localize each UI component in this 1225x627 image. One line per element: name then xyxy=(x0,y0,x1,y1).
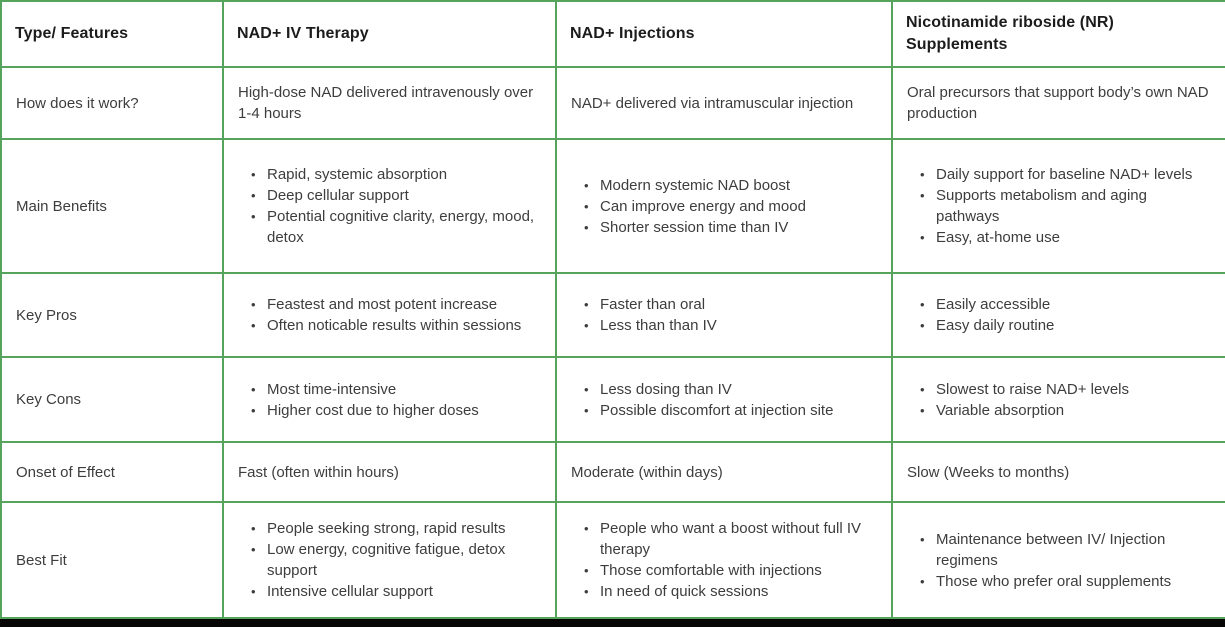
table-row-onset-of-effect: Onset of Effect Fast (often within hours… xyxy=(0,441,1225,503)
cell-cons-iv-therapy: Most time-intensive Higher cost due to h… xyxy=(222,356,557,443)
bullet-item: Rapid, systemic absorption xyxy=(251,164,543,185)
cell-pros-injections: Faster than oral Less than than IV xyxy=(555,272,893,358)
cell-how-iv-therapy: High-dose NAD delivered intravenously ov… xyxy=(222,66,557,140)
bullet-item: Easy, at-home use xyxy=(920,227,1213,248)
bullet-item: Shorter session time than IV xyxy=(584,217,879,238)
bullet-item: People who want a boost without full IV … xyxy=(584,518,879,560)
bullet-item: Low energy, cognitive fatigue, detox sup… xyxy=(251,539,543,581)
table-row-best-fit: Best Fit People seeking strong, rapid re… xyxy=(0,501,1225,619)
cell-benefits-iv-therapy: Rapid, systemic absorption Deep cellular… xyxy=(222,138,557,274)
cell-onset-iv-therapy: Fast (often within hours) xyxy=(222,441,557,503)
bullet-item: Less dosing than IV xyxy=(584,379,879,400)
bullet-item: People seeking strong, rapid results xyxy=(251,518,543,539)
header-type-features: Type/ Features xyxy=(0,0,224,68)
row-label-onset-of-effect: Onset of Effect xyxy=(0,441,224,503)
bullet-item: Slowest to raise NAD+ levels xyxy=(920,379,1213,400)
cell-pros-iv-therapy: Feastest and most potent increase Often … xyxy=(222,272,557,358)
bullet-item: Easy daily routine xyxy=(920,315,1213,336)
header-nr-supplements: Nicotinamide riboside (NR) Supplements xyxy=(891,0,1225,68)
bullet-item: Higher cost due to higher doses xyxy=(251,400,543,421)
bullet-item: Daily support for baseline NAD+ levels xyxy=(920,164,1213,185)
bullet-item: Feastest and most potent increase xyxy=(251,294,543,315)
row-label-how-does-it-work: How does it work? xyxy=(0,66,224,140)
cell-onset-nr-supplements: Slow (Weeks to months) xyxy=(891,441,1225,503)
row-label-key-pros: Key Pros xyxy=(0,272,224,358)
table-row-main-benefits: Main Benefits Rapid, systemic absorption… xyxy=(0,138,1225,274)
bullet-list: Most time-intensive Higher cost due to h… xyxy=(238,379,543,421)
bullet-item: Deep cellular support xyxy=(251,185,543,206)
cell-bestfit-injections: People who want a boost without full IV … xyxy=(555,501,893,619)
bullet-item: Often noticable results within sessions xyxy=(251,315,543,336)
bullet-item: Those comfortable with injections xyxy=(584,560,879,581)
bullet-item: Potential cognitive clarity, energy, moo… xyxy=(251,206,543,248)
cell-pros-nr-supplements: Easily accessible Easy daily routine xyxy=(891,272,1225,358)
bullet-item: Those who prefer oral supplements xyxy=(920,571,1213,592)
table-row-how-does-it-work: How does it work? High-dose NAD delivere… xyxy=(0,66,1225,140)
bullet-item: Supports metabolism and aging pathways xyxy=(920,185,1213,227)
bullet-item: Most time-intensive xyxy=(251,379,543,400)
bullet-item: Easily accessible xyxy=(920,294,1213,315)
bullet-list: People seeking strong, rapid results Low… xyxy=(238,518,543,602)
bullet-list: Modern systemic NAD boost Can improve en… xyxy=(571,175,879,238)
bullet-item: Intensive cellular support xyxy=(251,581,543,602)
cell-onset-injections: Moderate (within days) xyxy=(555,441,893,503)
cell-how-injections: NAD+ delivered via intramuscular injecti… xyxy=(555,66,893,140)
bullet-item: Modern systemic NAD boost xyxy=(584,175,879,196)
header-nad-injections: NAD+ Injections xyxy=(555,0,893,68)
bullet-item: Variable absorption xyxy=(920,400,1213,421)
bullet-list: Easily accessible Easy daily routine xyxy=(907,294,1213,336)
table-row-key-cons: Key Cons Most time-intensive Higher cost… xyxy=(0,356,1225,443)
bullet-item: In need of quick sessions xyxy=(584,581,879,602)
cell-cons-injections: Less dosing than IV Possible discomfort … xyxy=(555,356,893,443)
bullet-list: People who want a boost without full IV … xyxy=(571,518,879,602)
cell-bestfit-iv-therapy: People seeking strong, rapid results Low… xyxy=(222,501,557,619)
row-label-main-benefits: Main Benefits xyxy=(0,138,224,274)
header-row: Type/ Features NAD+ IV Therapy NAD+ Inje… xyxy=(0,0,1225,68)
header-nad-iv-therapy: NAD+ IV Therapy xyxy=(222,0,557,68)
bullet-list: Feastest and most potent increase Often … xyxy=(238,294,543,336)
bullet-item: Maintenance between IV/ Injection regime… xyxy=(920,529,1213,571)
bullet-list: Slowest to raise NAD+ levels Variable ab… xyxy=(907,379,1213,421)
bullet-item: Less than than IV xyxy=(584,315,879,336)
bullet-list: Daily support for baseline NAD+ levels S… xyxy=(907,164,1213,248)
cell-how-nr-supplements: Oral precursors that support body’s own … xyxy=(891,66,1225,140)
bullet-list: Faster than oral Less than than IV xyxy=(571,294,879,336)
bullet-list: Maintenance between IV/ Injection regime… xyxy=(907,529,1213,592)
bullet-list: Rapid, systemic absorption Deep cellular… xyxy=(238,164,543,248)
cell-bestfit-nr-supplements: Maintenance between IV/ Injection regime… xyxy=(891,501,1225,619)
table-row-key-pros: Key Pros Feastest and most potent increa… xyxy=(0,272,1225,358)
bottom-black-bar xyxy=(0,619,1225,627)
row-label-best-fit: Best Fit xyxy=(0,501,224,619)
cell-benefits-injections: Modern systemic NAD boost Can improve en… xyxy=(555,138,893,274)
cell-benefits-nr-supplements: Daily support for baseline NAD+ levels S… xyxy=(891,138,1225,274)
bullet-item: Possible discomfort at injection site xyxy=(584,400,879,421)
cell-cons-nr-supplements: Slowest to raise NAD+ levels Variable ab… xyxy=(891,356,1225,443)
row-label-key-cons: Key Cons xyxy=(0,356,224,443)
bullet-item: Can improve energy and mood xyxy=(584,196,879,217)
bullet-item: Faster than oral xyxy=(584,294,879,315)
bullet-list: Less dosing than IV Possible discomfort … xyxy=(571,379,879,421)
